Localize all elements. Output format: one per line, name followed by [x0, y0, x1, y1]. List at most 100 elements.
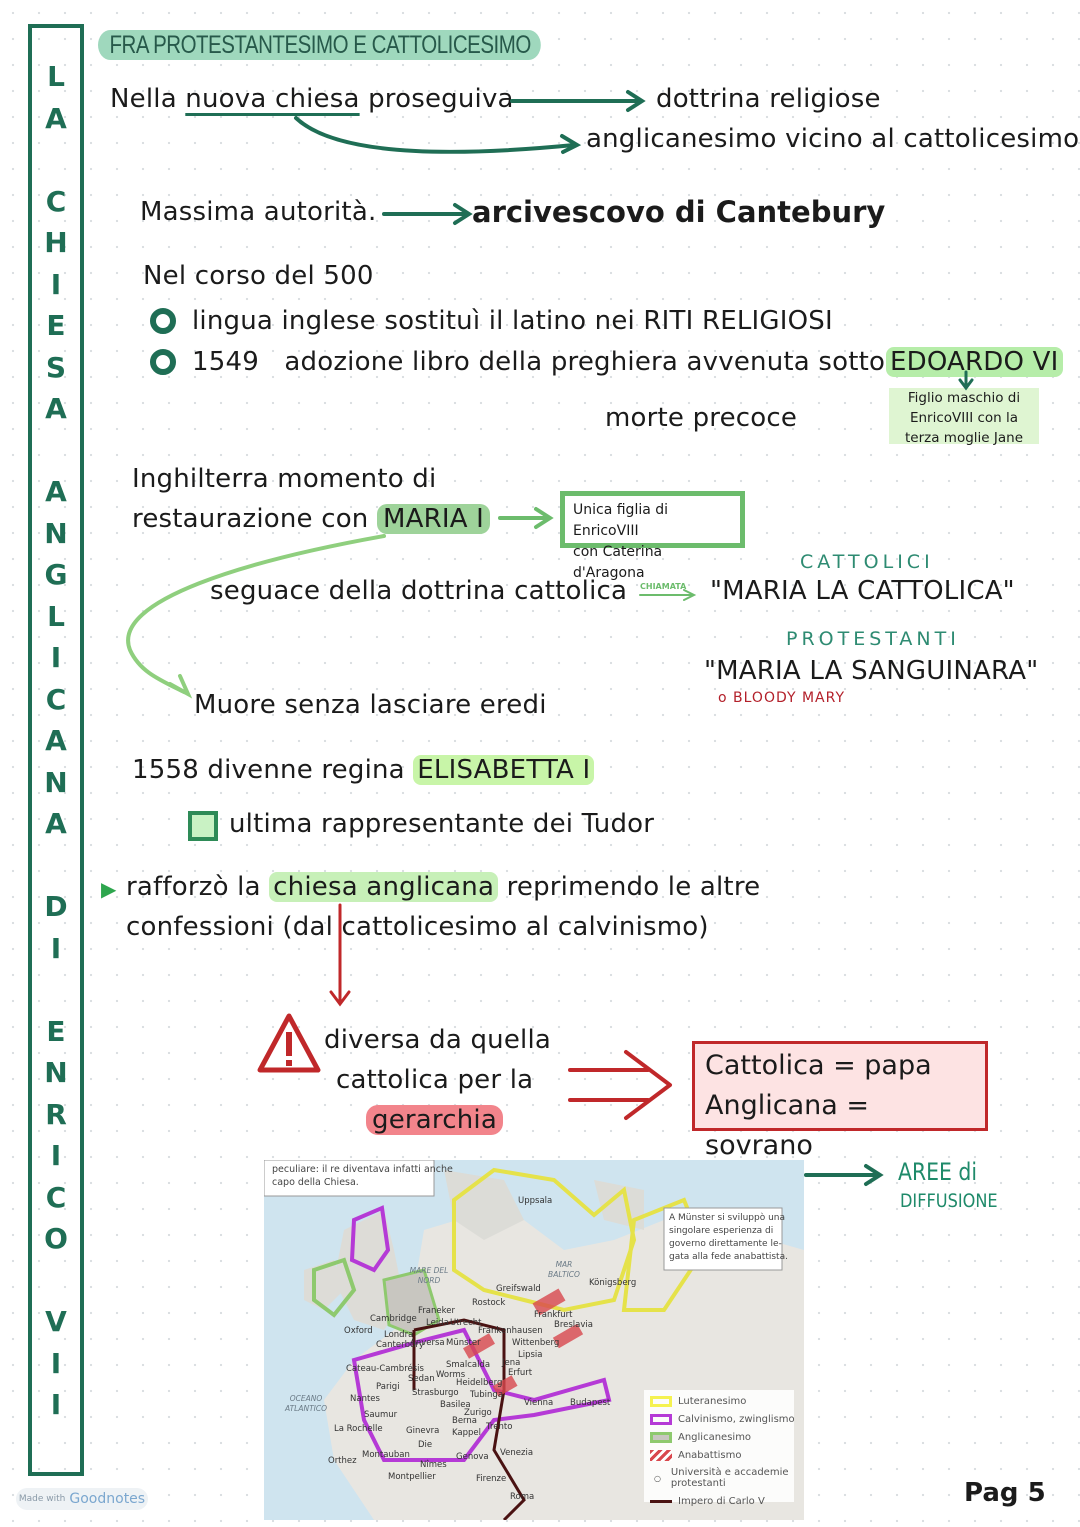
- place-label: Nantes: [350, 1394, 380, 1404]
- place-label: Worms: [436, 1370, 466, 1380]
- place-label: Utrecht: [450, 1318, 482, 1328]
- target-religious-doctrine: dottrina religiose: [656, 84, 881, 114]
- sidebar-letter: O: [44, 1222, 68, 1255]
- sidebar-letter: L: [47, 60, 65, 93]
- place-label: Wittenberg: [512, 1338, 560, 1348]
- sidebar-letter: N: [44, 516, 68, 550]
- restoration-line1: Inghilterra momento di: [132, 464, 437, 494]
- map-legend: Luteranesimo Calvinismo, zwinglismo Angl…: [650, 1392, 795, 1510]
- anglican-church-highlight: chiesa anglicana: [269, 872, 499, 902]
- queen-elizabeth: ELISABETTA I: [413, 755, 595, 785]
- sea-label-north: MARE DEL NORD: [409, 1266, 449, 1285]
- legend-swatch: [650, 1395, 672, 1407]
- legend-swatch: [650, 1449, 672, 1461]
- place-label: Venezia: [500, 1448, 534, 1458]
- sidebar-letter: A: [45, 724, 67, 757]
- place-label: Basilea: [440, 1400, 471, 1410]
- arrow-head: [453, 203, 473, 225]
- strengthened-line2: confessioni (dal cattolicesimo al calvin…: [126, 912, 709, 942]
- place-label: Die: [418, 1440, 433, 1450]
- sidebar-letter: I: [50, 1346, 62, 1380]
- bullet-circle-icon: [150, 349, 176, 375]
- sidebar-letter: E: [46, 309, 66, 342]
- sea-label-atlantic: OCEANO ATLANTICO: [284, 1394, 328, 1413]
- sidebar-letter: C: [45, 1180, 67, 1214]
- page-number: Pag 5: [964, 1478, 1046, 1508]
- sidebar-letter: I: [50, 931, 62, 965]
- place-label: Montpellier: [388, 1472, 436, 1482]
- comparison-box: Cattolica = papa Anglicana = sovrano: [692, 1041, 988, 1161]
- maria-note: Unica figlia di EnricoVIII con Caterina …: [560, 491, 745, 581]
- legend-item: Calvinismo, zwinglismo: [650, 1410, 795, 1428]
- place-label: Roma: [510, 1492, 535, 1502]
- place-label: Londra: [384, 1330, 414, 1340]
- sidebar-letter: E: [46, 1014, 66, 1048]
- areas-label-2: DIFFUSIONE: [900, 1190, 998, 1212]
- place-label: Montauban: [362, 1450, 410, 1460]
- different-line2: cattolica per la: [336, 1065, 534, 1095]
- place-label: Strasburgo: [412, 1388, 459, 1398]
- early-death: morte precoce: [605, 403, 798, 433]
- line-new-church: Nella nuova chiesa proseguiva: [110, 84, 514, 114]
- sidebar-letter: S: [45, 350, 67, 384]
- place-label: Ginevra: [406, 1426, 440, 1436]
- sidebar-letter: L: [47, 599, 65, 633]
- bloody-mary: o BLOODY MARY: [718, 690, 846, 706]
- map-caption: peculiare: il re diventava infatti anche…: [272, 1164, 453, 1188]
- legend-item: Luteranesimo: [650, 1392, 795, 1410]
- place-label: Trento: [486, 1422, 513, 1432]
- underlined-new-church: nuova chiesa: [185, 84, 360, 114]
- legend-swatch: [650, 1499, 672, 1503]
- place-label: Erfurt: [508, 1368, 533, 1378]
- sidebar-letter: I: [50, 267, 62, 301]
- period-label: Nel corso del 500: [143, 261, 374, 291]
- place-label: Oxford: [344, 1326, 373, 1336]
- munster-note: A Münster si sviluppò una singolare espe…: [669, 1213, 788, 1262]
- place-label: Cateau-Cambrésis: [346, 1364, 424, 1374]
- legend-swatch: ○: [653, 1473, 661, 1483]
- place-label: Firenze: [476, 1474, 507, 1484]
- legend-swatch: [650, 1431, 672, 1443]
- place-label: Saumur: [364, 1410, 398, 1420]
- map-image: [264, 1160, 804, 1520]
- protestants-label: PROTESTANTI: [786, 628, 960, 650]
- arrow-head: [864, 1164, 884, 1186]
- sidebar-letter: A: [45, 807, 67, 840]
- sidebar-letter: N: [44, 1056, 68, 1089]
- catholic-follower: seguace della dottrina cattolica: [210, 576, 628, 606]
- different-line1: diversa da quella: [324, 1025, 552, 1055]
- place-label: Kappel: [452, 1428, 482, 1438]
- sidebar-letter: A: [45, 392, 67, 425]
- bullet-circle-icon: [150, 308, 176, 334]
- place-label: Greifswald: [496, 1284, 541, 1294]
- sidebar-letter: I: [50, 1139, 62, 1172]
- place-label: Canterbury: [376, 1340, 424, 1350]
- bullet-prayer-book: 1549 adozione libro della preghiera avve…: [192, 347, 886, 377]
- edoardo-note: Figlio maschio di EnricoVIII con la terz…: [889, 388, 1039, 446]
- sidebar-letter: A: [45, 475, 67, 508]
- place-label: Tubinga: [470, 1390, 504, 1400]
- place-label: Leida: [426, 1318, 449, 1328]
- europe-map: peculiare: il re diventava infatti anche…: [264, 1160, 804, 1520]
- checkbox-icon: [188, 811, 218, 841]
- restoration-line2: restaurazione con MARIA I: [132, 504, 491, 534]
- page-title: FRA PROTESTANTESIMO E CATTOLICESIMO: [98, 30, 541, 60]
- arrow-head: [560, 134, 582, 154]
- elizabeth-line: 1558 divenne regina ELISABETTA I: [132, 755, 595, 785]
- sidebar-letter: H: [44, 226, 68, 259]
- sidebar-letter: V: [45, 1305, 67, 1338]
- legend-item: Impero di Carlo V: [650, 1492, 795, 1510]
- place-label: Nîmes: [420, 1460, 447, 1470]
- place-label: Rostock: [472, 1298, 506, 1308]
- king-edoardo: EDOARDO VI: [886, 347, 1063, 377]
- sidebar-letter: D: [44, 890, 68, 923]
- legend-swatch: [650, 1413, 672, 1425]
- place-label: Lipsia: [518, 1350, 543, 1360]
- target-anglicanism: anglicanesimo vicino al cattolicesimo: [586, 124, 1080, 154]
- sea-label-baltic: MAR BALTICO: [548, 1260, 580, 1279]
- sidebar-letter: R: [45, 1097, 67, 1131]
- queen-maria: MARIA I: [376, 504, 491, 534]
- place-label: Frankenhausen: [478, 1326, 543, 1336]
